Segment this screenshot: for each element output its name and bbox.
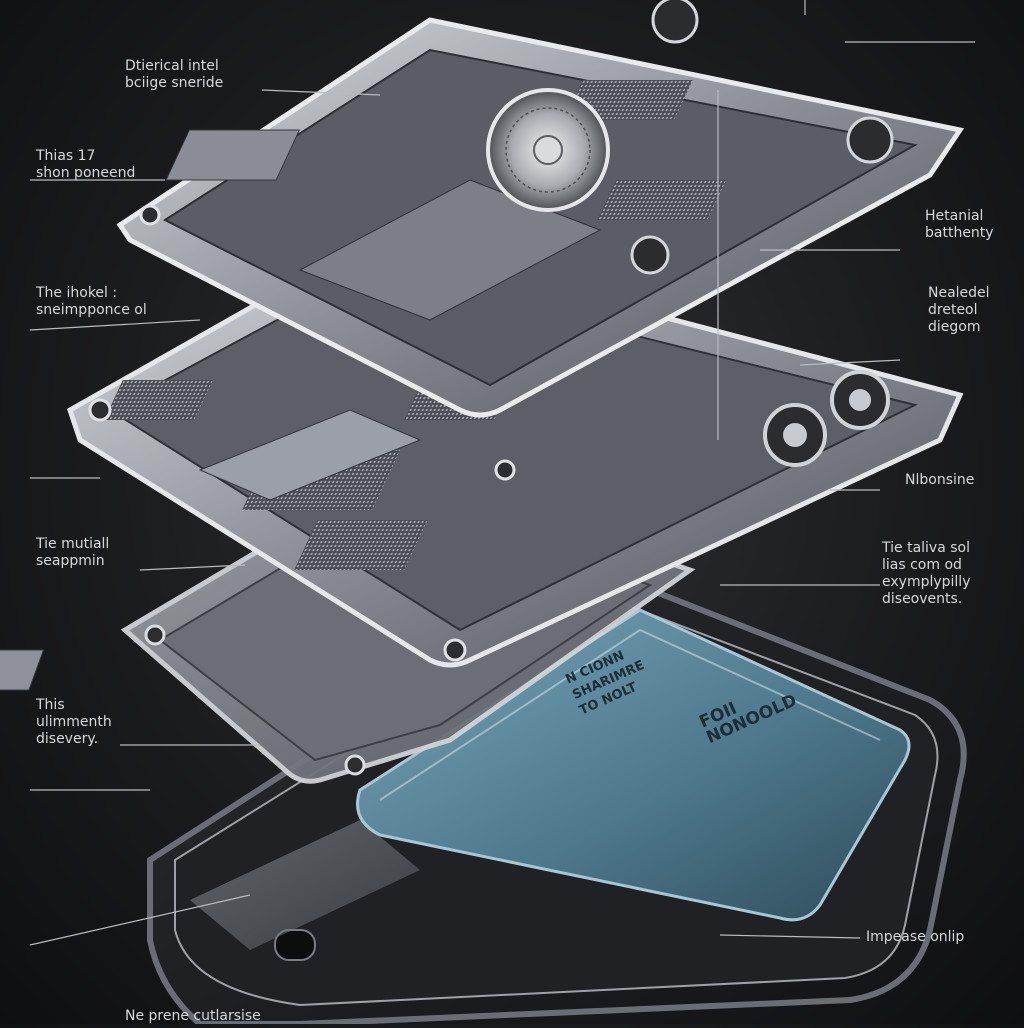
leader-lines bbox=[29, 0, 975, 946]
cooling-fan bbox=[486, 88, 610, 212]
label-left-5: This ulimmenth disevery. bbox=[36, 697, 112, 748]
label-left-3: The ihokel : sneimpponce ol bbox=[36, 285, 147, 319]
label-line: This bbox=[36, 697, 65, 713]
label-right-2: Nealedel dreteol diegom bbox=[928, 285, 990, 336]
label-line: Impease onlip bbox=[866, 929, 965, 945]
label-line: diegom bbox=[928, 319, 981, 335]
label-left-4: Tie mutiall seappmin bbox=[36, 536, 109, 570]
label-line: batthenty bbox=[925, 225, 994, 241]
label-left-2: Thias 17 shon poneend bbox=[36, 148, 135, 182]
label-line: Nlbonsine bbox=[905, 472, 975, 488]
label-line: Thias 17 bbox=[36, 148, 96, 164]
label-line: shon poneend bbox=[36, 165, 136, 181]
battery bbox=[356, 608, 911, 922]
label-line: Hetanial bbox=[925, 208, 984, 224]
label-line: exymplypilly bbox=[882, 574, 971, 590]
label-right-4: Tie taliva sol lias com od exymplypilly … bbox=[882, 540, 970, 608]
label-line: diseovents. bbox=[882, 591, 963, 607]
phone-speaker-hole bbox=[274, 929, 316, 961]
label-line: The ihokel : bbox=[36, 285, 118, 301]
label-line: seappmin bbox=[36, 553, 105, 569]
top-frame bbox=[116, 0, 965, 418]
label-bottom: Ne prene cutlarsise bbox=[125, 1008, 261, 1025]
label-right-5: Impease onlip bbox=[866, 929, 964, 946]
label-line: Tie mutiall bbox=[36, 536, 110, 552]
label-line: Tie taliva sol bbox=[882, 540, 970, 556]
label-line: Ne prene cutlarsise bbox=[125, 1008, 261, 1024]
label-line: bciige sneride bbox=[125, 75, 224, 91]
label-right-3: Nlbonsine bbox=[905, 472, 974, 489]
label-line: disevery. bbox=[36, 731, 99, 747]
label-line: ulimmenth bbox=[36, 714, 112, 730]
label-top-left-1: Dtierical intel bciige sneride bbox=[125, 58, 223, 92]
label-line: sneimpponce ol bbox=[36, 302, 147, 318]
label-line: lias com od bbox=[882, 557, 962, 573]
label-line: Nealedel bbox=[928, 285, 990, 301]
label-right-1: Hetanial batthenty bbox=[925, 208, 994, 242]
label-line: Dtierical intel bbox=[125, 58, 219, 74]
label-line: dreteol bbox=[928, 302, 978, 318]
logic-board-frame bbox=[66, 237, 964, 668]
